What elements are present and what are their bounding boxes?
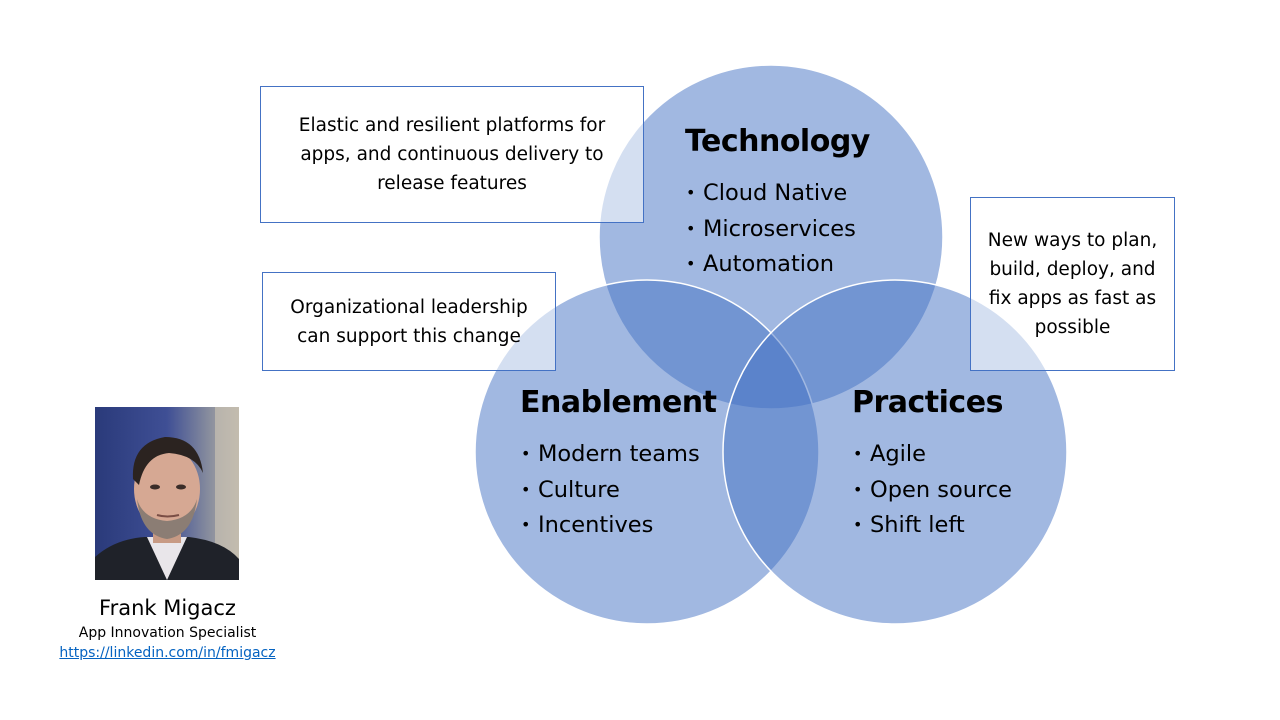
- technology-note: Elastic and resilient platforms for apps…: [260, 86, 644, 223]
- presenter-name: Frank Migacz: [99, 596, 236, 620]
- practices-note: New ways to plan, build, deploy, and fix…: [970, 197, 1175, 371]
- note-line: possible: [1034, 317, 1111, 338]
- list-item: Incentives: [521, 507, 700, 543]
- presenter-photo: [95, 407, 239, 580]
- enablement-title: Enablement: [520, 385, 717, 420]
- presenter-linkedin-link[interactable]: https://linkedin.com/in/fmigacz: [59, 645, 276, 661]
- practices-title: Practices: [852, 385, 1003, 420]
- note-line: build, deploy, and: [989, 259, 1156, 280]
- list-item: Open source: [853, 472, 1012, 508]
- technology-list: Cloud Native Microservices Automation: [686, 175, 856, 282]
- note-line: can support this change: [297, 325, 521, 347]
- note-line: fix apps as fast as: [988, 288, 1157, 309]
- enablement-note: Organizational leadership can support th…: [262, 272, 556, 371]
- list-item: Culture: [521, 472, 700, 508]
- note-line: Elastic and resilient platforms for: [298, 115, 606, 136]
- list-item: Agile: [853, 436, 1012, 472]
- note-line: release features: [377, 173, 527, 194]
- list-item: Shift left: [853, 507, 1012, 543]
- note-line: Organizational leadership: [290, 296, 528, 318]
- note-line: apps, and continuous delivery to: [300, 144, 604, 165]
- enablement-list: Modern teams Culture Incentives: [521, 436, 700, 543]
- presenter-role: App Innovation Specialist: [78, 625, 257, 641]
- list-item: Automation: [686, 246, 856, 282]
- practices-list: Agile Open source Shift left: [853, 436, 1012, 543]
- technology-title: Technology: [685, 124, 870, 159]
- list-item: Cloud Native: [686, 175, 856, 211]
- list-item: Modern teams: [521, 436, 700, 472]
- note-line: New ways to plan,: [987, 230, 1158, 251]
- list-item: Microservices: [686, 211, 856, 247]
